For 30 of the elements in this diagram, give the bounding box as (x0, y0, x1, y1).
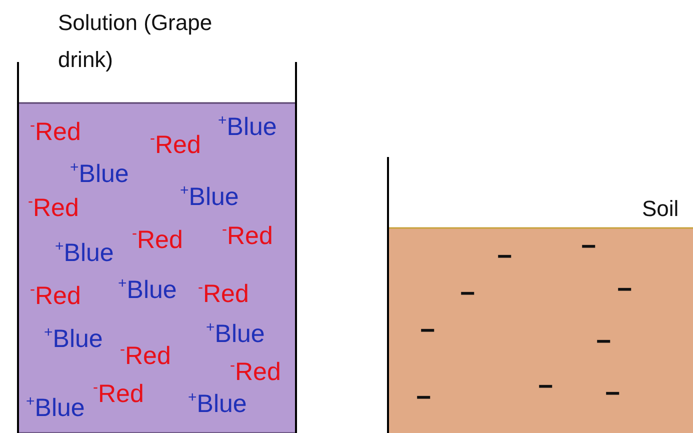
ion-label: $^{-}$Red (198, 280, 249, 308)
ion-label: $^{-}$Red (150, 131, 201, 159)
ion-label: $^{-}$Red (28, 194, 79, 222)
solution-heading: Solution (Grape drink) (58, 9, 214, 74)
ion-label: $^{-}$Red (230, 358, 281, 386)
negative-charge: − (617, 276, 632, 302)
negative-charge: − (605, 380, 620, 406)
ion-label: $^{-}$Red (132, 226, 183, 254)
ion-label: $^{-}$Red (222, 222, 273, 250)
ion-label: $^{+}$Blue (55, 239, 114, 267)
negative-charge: − (596, 328, 612, 354)
ion-label: $^{+}$Blue (188, 390, 247, 418)
negative-charge: − (420, 317, 436, 343)
negative-charge: − (416, 384, 432, 410)
negative-charge: − (538, 373, 554, 399)
ion-label: $^{-}$Red (93, 380, 144, 408)
ion-label: $^{-}$Red (120, 342, 171, 370)
negative-charge: − (497, 243, 512, 269)
negative-charge: − (460, 280, 476, 306)
negative-charge: − (581, 233, 596, 259)
soil-heading: Soil (642, 195, 679, 223)
ion-label: $^{+}$Blue (26, 394, 85, 422)
ion-label: $^{-}$Red (30, 282, 81, 310)
ion-label: $^{-}$Red (30, 118, 81, 146)
ion-label: $^{+}$Blue (70, 160, 129, 188)
ion-label: $^{+}$Blue (180, 183, 239, 211)
ion-label: $^{+}$Blue (44, 325, 103, 353)
ion-label: $^{+}$Blue (118, 276, 177, 304)
ion-label: $^{+}$Blue (218, 113, 277, 141)
ion-label: $^{+}$Blue (206, 320, 265, 348)
